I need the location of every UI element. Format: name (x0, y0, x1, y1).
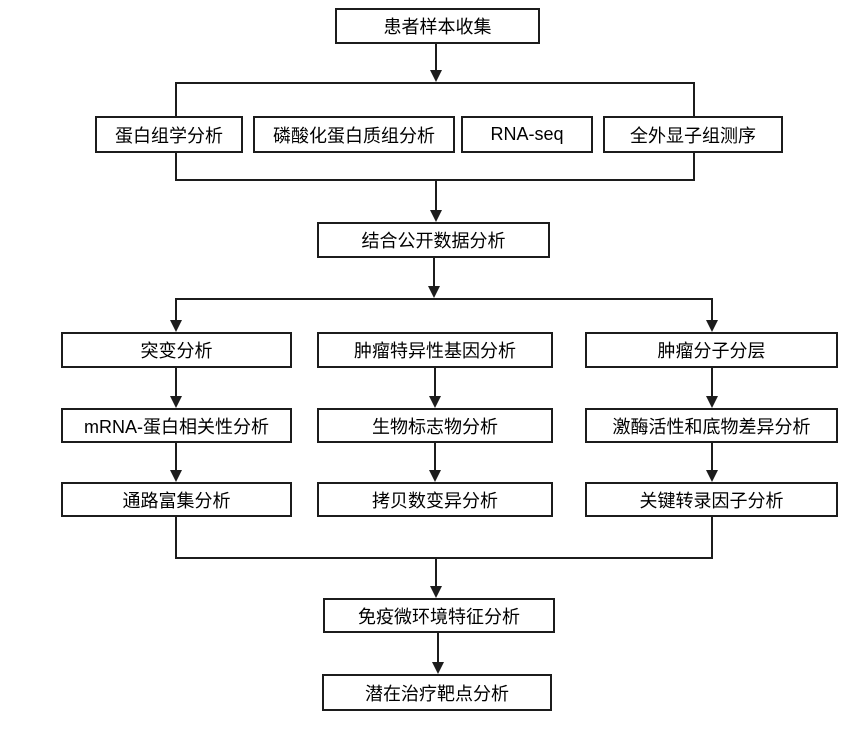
node-phosphoproteomics: 磷酸化蛋白质组分析 (253, 116, 455, 153)
connector-line (711, 300, 713, 320)
arrowhead-down-icon (429, 396, 441, 408)
connector-line (711, 443, 713, 470)
arrowhead-down-icon (706, 320, 718, 332)
merge-line (175, 557, 713, 559)
connector-line (437, 633, 439, 662)
arrowhead-down-icon (429, 470, 441, 482)
connector-line (434, 443, 436, 470)
node-combined-public-data: 结合公开数据分析 (317, 222, 550, 258)
connector-line (175, 443, 177, 470)
connector-line (435, 181, 437, 211)
arrowhead-down-icon (432, 662, 444, 674)
connector-line (433, 258, 435, 287)
connector-line (175, 368, 177, 396)
arrowhead-down-icon (430, 70, 442, 82)
node-cnv: 拷贝数变异分析 (317, 482, 553, 517)
connector-line (711, 517, 713, 559)
node-mutation: 突变分析 (61, 332, 292, 368)
node-key-tf: 关键转录因子分析 (585, 482, 838, 517)
arrowhead-down-icon (706, 470, 718, 482)
node-proteomics: 蛋白组学分析 (95, 116, 243, 153)
connector-line (434, 368, 436, 396)
connector-line (175, 300, 177, 320)
arrowhead-down-icon (706, 396, 718, 408)
split-line (175, 298, 713, 300)
node-mrna-protein-correlation: mRNA-蛋白相关性分析 (61, 408, 292, 443)
arrowhead-down-icon (430, 210, 442, 222)
node-patient-sample: 患者样本收集 (335, 8, 540, 44)
node-wes: 全外显子组测序 (603, 116, 783, 153)
arrowhead-down-icon (170, 470, 182, 482)
node-immune-microenvironment: 免疫微环境特征分析 (323, 598, 555, 633)
node-kinase-substrate: 激酶活性和底物差异分析 (585, 408, 838, 443)
connector-line (435, 559, 437, 586)
node-tumor-stratification: 肿瘤分子分层 (585, 332, 838, 368)
arrowhead-down-icon (170, 396, 182, 408)
node-tumor-specific-gene: 肿瘤特异性基因分析 (317, 332, 553, 368)
node-rna-seq: RNA-seq (461, 116, 593, 153)
node-biomarker: 生物标志物分析 (317, 408, 553, 443)
arrowhead-down-icon (170, 320, 182, 332)
connector-line (711, 368, 713, 396)
connector-line (435, 44, 437, 72)
node-pathway-enrichment: 通路富集分析 (61, 482, 292, 517)
connector-line (175, 517, 177, 559)
arrowhead-down-icon (430, 586, 442, 598)
node-therapeutic-target: 潜在治疗靶点分析 (322, 674, 552, 711)
arrowhead-down-icon (428, 286, 440, 298)
